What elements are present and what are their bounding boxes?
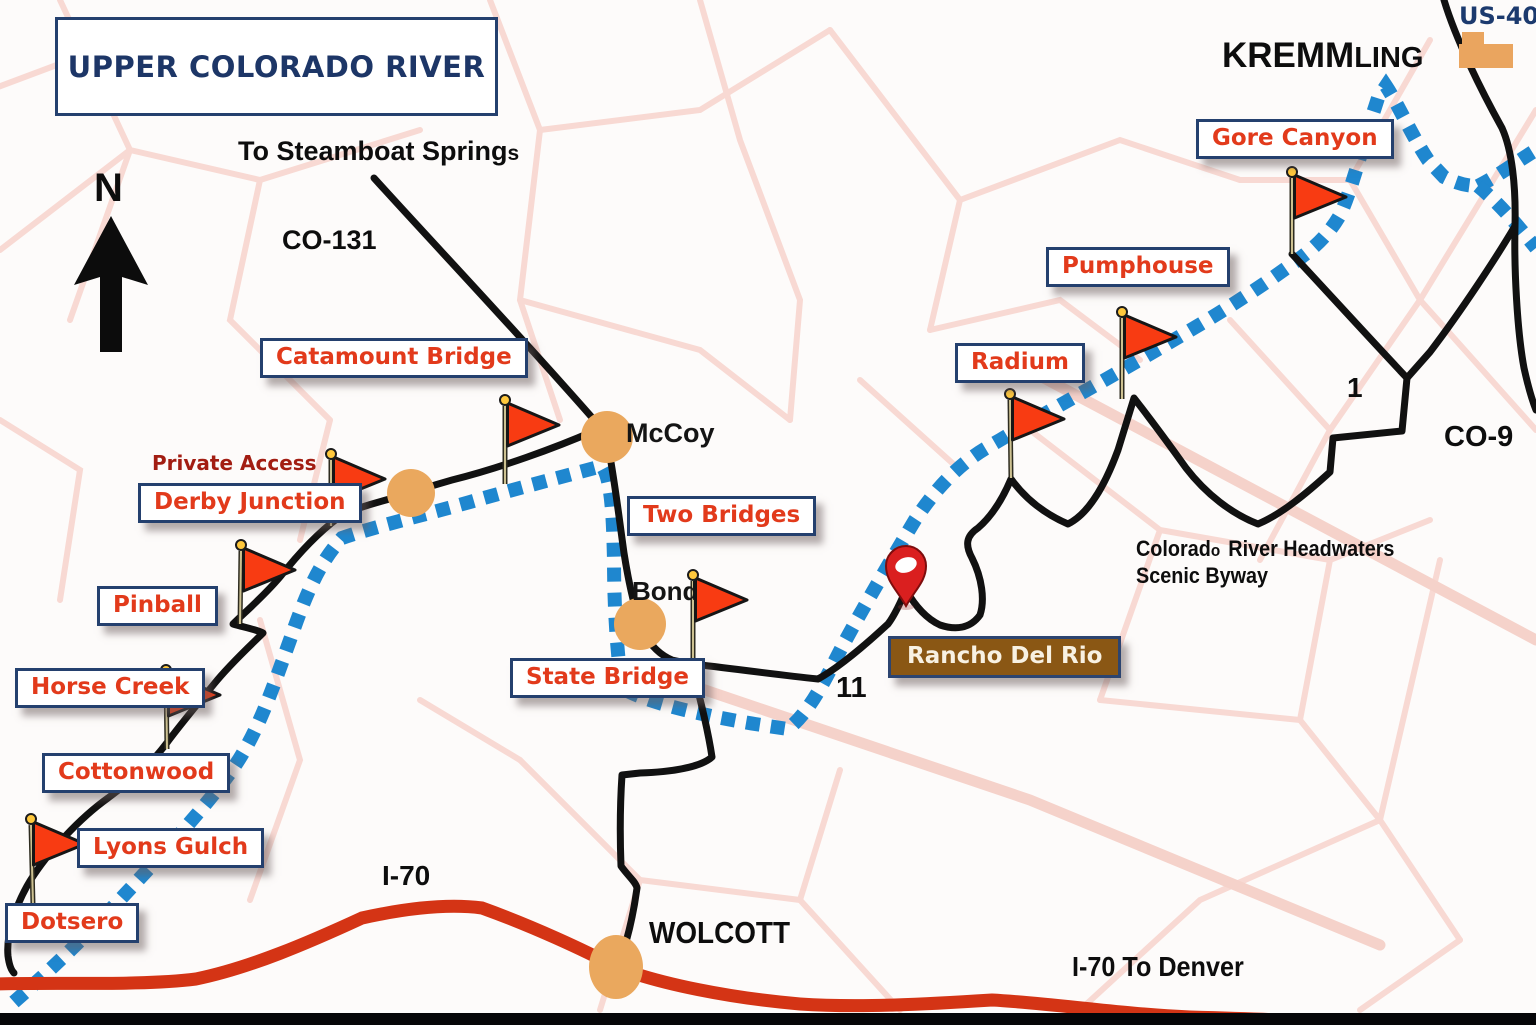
flag-pumphouse	[1116, 306, 1178, 399]
label-route-1: 1	[1347, 372, 1363, 403]
label-co131: CO-131	[282, 225, 377, 255]
access-label-state-bridge: State Bridge	[510, 658, 705, 698]
access-label-dotsero: Dotsero	[5, 903, 140, 943]
lodge-label-rancho-del-rio: Rancho Del Rio	[888, 636, 1122, 678]
road-co9	[1440, 0, 1536, 414]
steamboat-small-s: s	[507, 142, 520, 165]
road-co9-branch	[1403, 222, 1519, 382]
background-street-mesh-major	[634, 354, 1536, 951]
us40-building-icon	[1459, 32, 1513, 68]
north-arrow-icon	[74, 216, 148, 352]
label-route-11: 11	[836, 672, 867, 704]
access-label-lyons-gulch: Lyons Gulch	[77, 828, 265, 868]
byway-colorad: Colorad	[1136, 536, 1211, 561]
kremmling-major: KREMM	[1222, 36, 1355, 75]
kremmling-minor: LING	[1354, 42, 1424, 74]
town-dot-wolcott	[589, 935, 643, 999]
town-dots	[387, 411, 666, 999]
label-co9: CO-9	[1444, 421, 1514, 453]
byway-river-headwaters: River Headwaters	[1228, 536, 1395, 561]
label-bond: Bond	[632, 576, 699, 606]
flag-catamount-bridge	[499, 394, 561, 484]
label-mccoy: McCoy	[626, 418, 715, 448]
colorado-river	[9, 73, 1536, 1008]
byway-scenic-byway: Scenic Byway	[1136, 563, 1269, 588]
town-dot-mccoy	[581, 411, 633, 463]
label-i70: I-70	[382, 860, 431, 891]
map-title: UPPER COLORADO RIVER	[55, 17, 498, 116]
byway-small-o: o	[1210, 541, 1221, 560]
rancho-del-rio-pin	[884, 545, 928, 610]
access-label-radium: Radium	[955, 343, 1085, 383]
town-dot-bond	[614, 598, 666, 650]
flag-radium	[1004, 388, 1066, 479]
flag-lyons-gulch	[25, 813, 87, 906]
access-label-horse-creek: Horse Creek	[15, 668, 206, 708]
colorado-river-main	[9, 73, 1479, 1008]
access-label-two-bridges: Two Bridges	[627, 496, 817, 536]
access-label-cottonwood: Cottonwood	[42, 753, 231, 793]
label-private-access: Private Access	[152, 451, 317, 475]
road-co131-north	[370, 174, 600, 426]
bottom-border-bar	[0, 1013, 1536, 1025]
access-label-derby-junction: Derby Junction	[138, 483, 362, 523]
access-label-gore-canyon: Gore Canyon	[1196, 119, 1394, 159]
access-label-pumphouse: Pumphouse	[1046, 247, 1230, 287]
road-gore-canyon	[1288, 250, 1411, 382]
river-branch-lower	[1473, 180, 1536, 253]
label-to-steamboat-springs: To Steamboat Springs	[238, 136, 519, 167]
road-trough-road	[687, 374, 1411, 683]
label-kremmling: KREMMLING	[1222, 36, 1424, 76]
label-us40: US-40	[1459, 2, 1536, 30]
flag-gore-canyon	[1286, 166, 1348, 254]
town-dot-unnamed	[387, 469, 435, 517]
flag-two-bridges	[687, 569, 749, 658]
label-i70-to-denver: I-70 To Denver	[1072, 951, 1244, 982]
access-label-catamount-bridge: Catamount Bridge	[260, 338, 528, 378]
label-wolcott: WOLCOTT	[649, 915, 791, 950]
compass-north-label: N	[94, 166, 123, 210]
access-label-pinball: Pinball	[97, 586, 218, 626]
label-scenic-byway: Colorado River Headwaters Scenic Byway	[1136, 536, 1394, 588]
flag-pinball	[235, 539, 297, 625]
road-co131-south	[603, 436, 716, 970]
steamboat-main-text: To Steamboat Spring	[238, 136, 508, 166]
